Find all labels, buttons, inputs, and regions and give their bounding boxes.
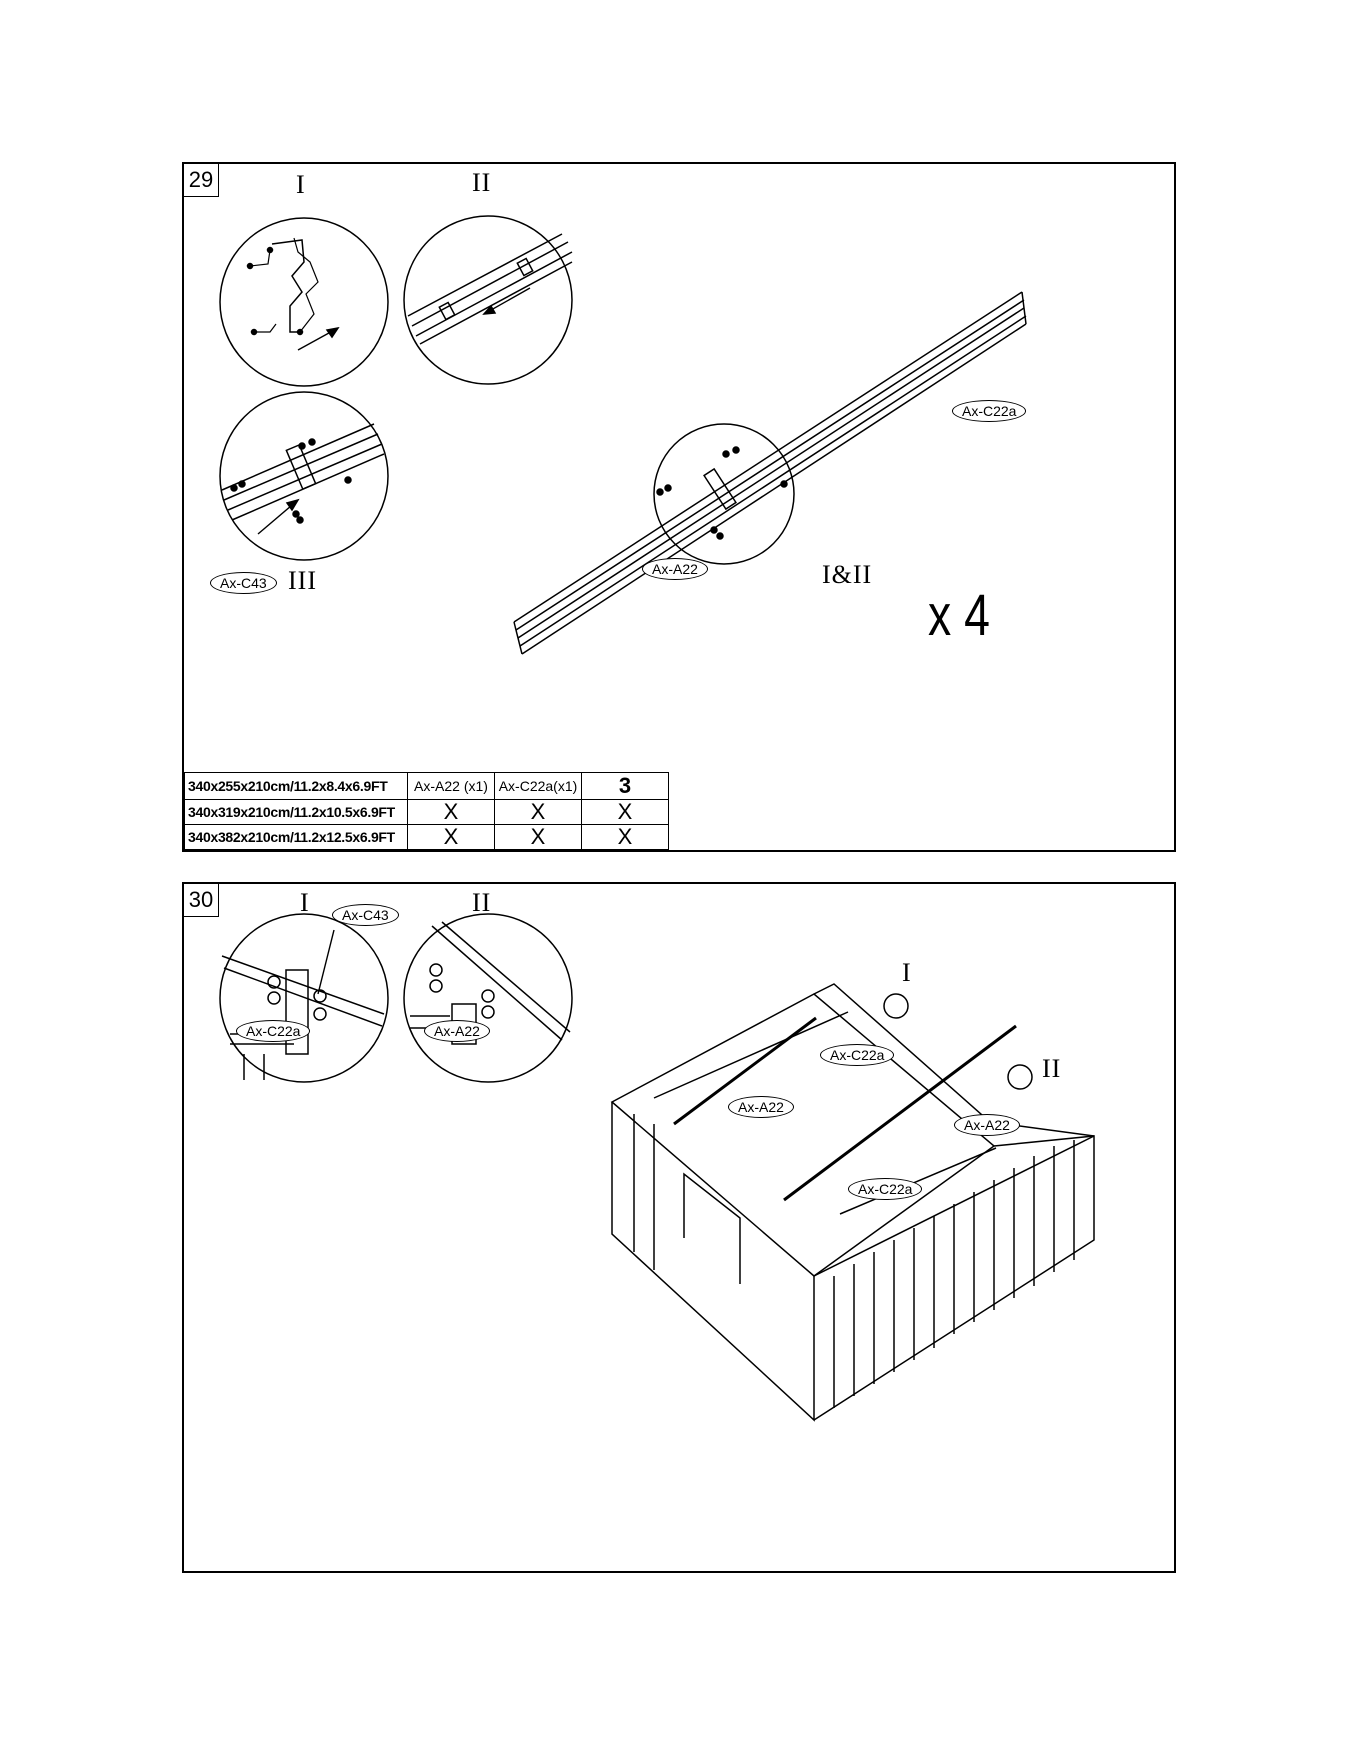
table-cell: X (582, 800, 669, 825)
table-cell: X (408, 800, 495, 825)
table-cell: X (408, 825, 495, 850)
table-row: 340x255x210cm/11.2x8.4x6.9FT Ax-A22 (x1)… (185, 773, 669, 800)
detail-circle-i (220, 914, 388, 1082)
callout-label-ii: II (1042, 1054, 1061, 1084)
part-tag-ax-a22: Ax-A22 (954, 1114, 1020, 1136)
detail-label-ii: II (472, 888, 491, 918)
step-29-drawing (184, 164, 1178, 854)
table-cell: Ax-A22 (x1) (408, 773, 495, 800)
step-30-panel: 30 (182, 882, 1176, 1573)
table-cell: X (582, 825, 669, 850)
part-tag-ax-c22a: Ax-C22a (952, 400, 1026, 422)
detail-label-i-ii: I&II (822, 560, 872, 590)
detail-label-ii: II (472, 168, 491, 198)
detail-circle-ii (404, 914, 572, 1082)
callout-label-i: I (902, 958, 912, 988)
table-cell: Ax-C22a(x1) (495, 773, 582, 800)
table-row: 340x382x210cm/11.2x12.5x6.9FT X X X (185, 825, 669, 850)
part-tag-ax-a22: Ax-A22 (728, 1096, 794, 1118)
detail-label-i: I (296, 170, 306, 200)
table-cell: X (495, 825, 582, 850)
step-30-drawing (184, 884, 1178, 1575)
table-cell: 3 (582, 773, 669, 800)
detail-label-i: I (300, 888, 310, 918)
part-tag-ax-c22a: Ax-C22a (820, 1044, 894, 1066)
size-table: 340x255x210cm/11.2x8.4x6.9FT Ax-A22 (x1)… (184, 772, 669, 850)
part-tag-ax-a22: Ax-A22 (642, 558, 708, 580)
detail-circle-ii (404, 216, 572, 384)
quantity-label: x 4 (928, 582, 990, 649)
part-tag-ax-c43: Ax-C43 (332, 904, 399, 926)
table-cell: 340x382x210cm/11.2x12.5x6.9FT (185, 825, 408, 850)
detail-circle-iii (220, 392, 388, 560)
part-tag-ax-a22: Ax-A22 (424, 1020, 490, 1042)
part-tag-ax-c22a: Ax-C22a (236, 1020, 310, 1042)
table-cell: 340x319x210cm/11.2x10.5x6.9FT (185, 800, 408, 825)
step-29-panel: 29 (182, 162, 1176, 852)
detail-circle-i (220, 218, 388, 386)
table-row: 340x319x210cm/11.2x10.5x6.9FT X X X (185, 800, 669, 825)
detail-label-iii: III (288, 566, 317, 596)
part-tag-ax-c22a: Ax-C22a (848, 1178, 922, 1200)
part-tag-ax-c43: Ax-C43 (210, 572, 277, 594)
table-cell: 340x255x210cm/11.2x8.4x6.9FT (185, 773, 408, 800)
table-cell: X (495, 800, 582, 825)
